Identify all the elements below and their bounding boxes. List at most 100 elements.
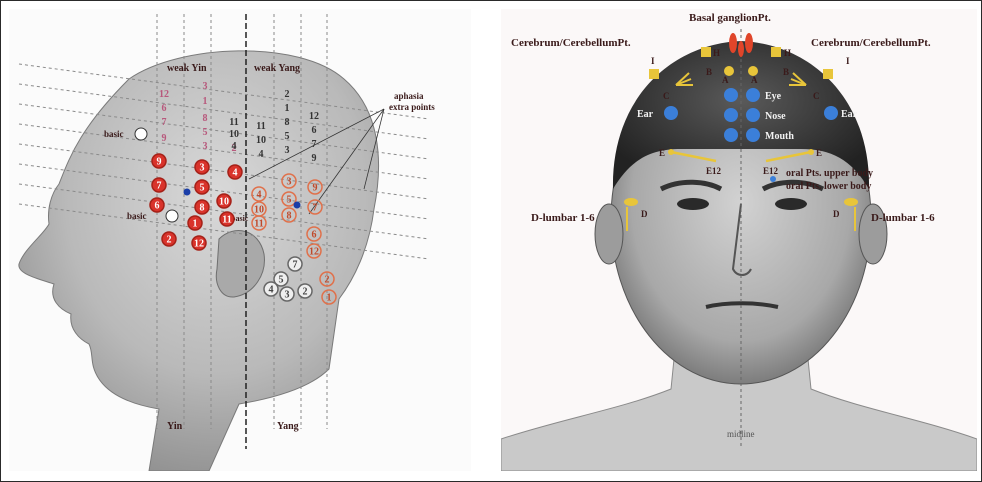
basic-upper-point: [135, 128, 147, 140]
basal-point-3: [738, 41, 744, 57]
point-H-left: [701, 47, 711, 57]
yang-ring-point-label: 8: [287, 211, 292, 222]
yang-col2-number: 1: [285, 103, 290, 114]
label-basic-upper: basic: [104, 129, 124, 139]
basal-point-1: [729, 33, 737, 53]
yang-ring-point-label: 3: [287, 177, 292, 188]
label-ear-left: Ear: [637, 109, 654, 120]
yang-col3-number: 7: [312, 139, 317, 150]
label-B-left: B: [706, 67, 712, 77]
label-C-right: C: [813, 91, 820, 101]
yin-red-point-label: 6: [155, 201, 160, 212]
yang-ring-point-label: 2: [325, 275, 330, 286]
label-yang-footer: Yang: [277, 421, 299, 432]
yang-ring-point-label: 5: [287, 195, 292, 206]
ear-ring-point-label: 2: [303, 287, 308, 298]
label-B-right: B: [783, 67, 789, 77]
ear-ring-point-label: 7: [293, 260, 298, 271]
yang-col2-number: 8: [285, 117, 290, 128]
yin-dark-number: 6: [162, 103, 167, 114]
yin-red-point-label: 12: [194, 239, 204, 250]
point-I-right: [823, 69, 833, 79]
label-cerebrum-right: Cerebrum/CerebellumPt.: [811, 37, 931, 49]
label-extra-points: extra points: [389, 102, 435, 112]
yin-red-point-label: 4: [233, 168, 238, 179]
mid-number: 11: [256, 121, 265, 132]
yang-ring-point-label: 12: [309, 247, 319, 258]
label-oral-lower: oral Pts. lower body: [786, 181, 871, 192]
label-basal-ganglion: Basal ganglionPt.: [689, 12, 771, 24]
label-I-right: I: [846, 56, 850, 66]
label-E12-right: E12: [763, 166, 779, 176]
side-head-svg: weak Yin weak Yang aphasia extra points …: [9, 9, 471, 471]
yin-dark-number: 12: [159, 89, 169, 100]
blue-aphasia-point: [184, 189, 191, 196]
yang-col3-number: 9: [312, 153, 317, 164]
yang-col2-number: 3: [285, 145, 290, 156]
yang-col3-number: 12: [309, 111, 319, 122]
yang-ring-point-label: 9: [313, 183, 318, 194]
basic-lower-point: [166, 210, 178, 222]
yang-ring-point-label: 10: [254, 205, 264, 216]
label-E12-left: E12: [706, 166, 722, 176]
yang-col1-number: 10: [229, 129, 239, 140]
yin-red-point-label: 10: [219, 197, 229, 208]
point-I-left: [649, 69, 659, 79]
label-yin-footer: Yin: [167, 421, 183, 432]
oral-point: [770, 176, 776, 182]
yin-pink-number: 3: [203, 81, 208, 92]
yin-dark-number: 9: [162, 133, 167, 144]
yin-dark-number: 7: [162, 117, 167, 128]
label-eye: Eye: [765, 91, 782, 102]
label-mouth: Mouth: [765, 131, 794, 142]
yin-pink-number: 8: [203, 113, 208, 124]
yin-red-point-label: 11: [222, 215, 231, 226]
ear-point-right: [824, 106, 838, 120]
label-weak-yin: weak Yin: [167, 63, 207, 74]
yin-red-point-label: 7: [157, 181, 162, 192]
yang-col2-number: 2: [285, 89, 290, 100]
basal-point-2: [745, 33, 753, 53]
label-D-right: D: [833, 209, 840, 219]
nose-point-right: [746, 108, 760, 122]
label-H-left: H: [713, 48, 720, 58]
label-H-right: H: [784, 48, 791, 58]
label-A-left: A: [722, 75, 729, 85]
E-point-right: [808, 149, 814, 155]
label-oral-upper: oral Pts. upper body: [786, 168, 873, 179]
mid-number: 10: [256, 135, 266, 146]
left-ear: [595, 204, 623, 264]
D-point-right: [844, 198, 858, 206]
yin-pink-number: 3: [203, 141, 208, 152]
left-side-head-diagram: weak Yin weak Yang aphasia extra points …: [9, 9, 471, 471]
front-face-svg: midline Basal ganglionPt. Cerebrum/Cereb…: [501, 9, 977, 471]
yin-red-point-label: 3: [200, 163, 205, 174]
ear-ring-point-label: 4: [269, 285, 274, 296]
yin-red-point-label: 5: [200, 183, 205, 194]
label-d-lumbar-left: D-lumbar 1-6: [531, 212, 595, 224]
mouth-point-left: [724, 128, 738, 142]
ear-point-left: [664, 106, 678, 120]
yang-ring-point-label: 6: [312, 230, 317, 241]
ear-ring-point-label: 3: [285, 290, 290, 301]
eye-point-left: [724, 88, 738, 102]
label-d-lumbar-right: D-lumbar 1-6: [871, 212, 935, 224]
right-eye: [775, 198, 807, 210]
E-point-left: [668, 149, 674, 155]
label-cerebrum-left: Cerebrum/CerebellumPt.: [511, 37, 631, 49]
eye-point-right: [746, 88, 760, 102]
label-aphasia: aphasia: [394, 91, 424, 101]
D-point-left: [624, 198, 638, 206]
yin-red-point-label: 2: [167, 235, 172, 246]
yang-ring-point-label: 11: [254, 219, 263, 230]
label-E-left: E: [659, 148, 665, 158]
yin-pink-number: 5: [203, 127, 208, 138]
label-D-left: D: [641, 209, 648, 219]
label-ear-right: Ear: [841, 109, 858, 120]
yang-ring-point-label: 1: [327, 293, 332, 304]
label-midline: midline: [727, 429, 755, 439]
point-H-right: [771, 47, 781, 57]
yang-col2-number: 5: [285, 131, 290, 142]
label-I-left: I: [651, 56, 655, 66]
yang-col3-number: 6: [312, 125, 317, 136]
